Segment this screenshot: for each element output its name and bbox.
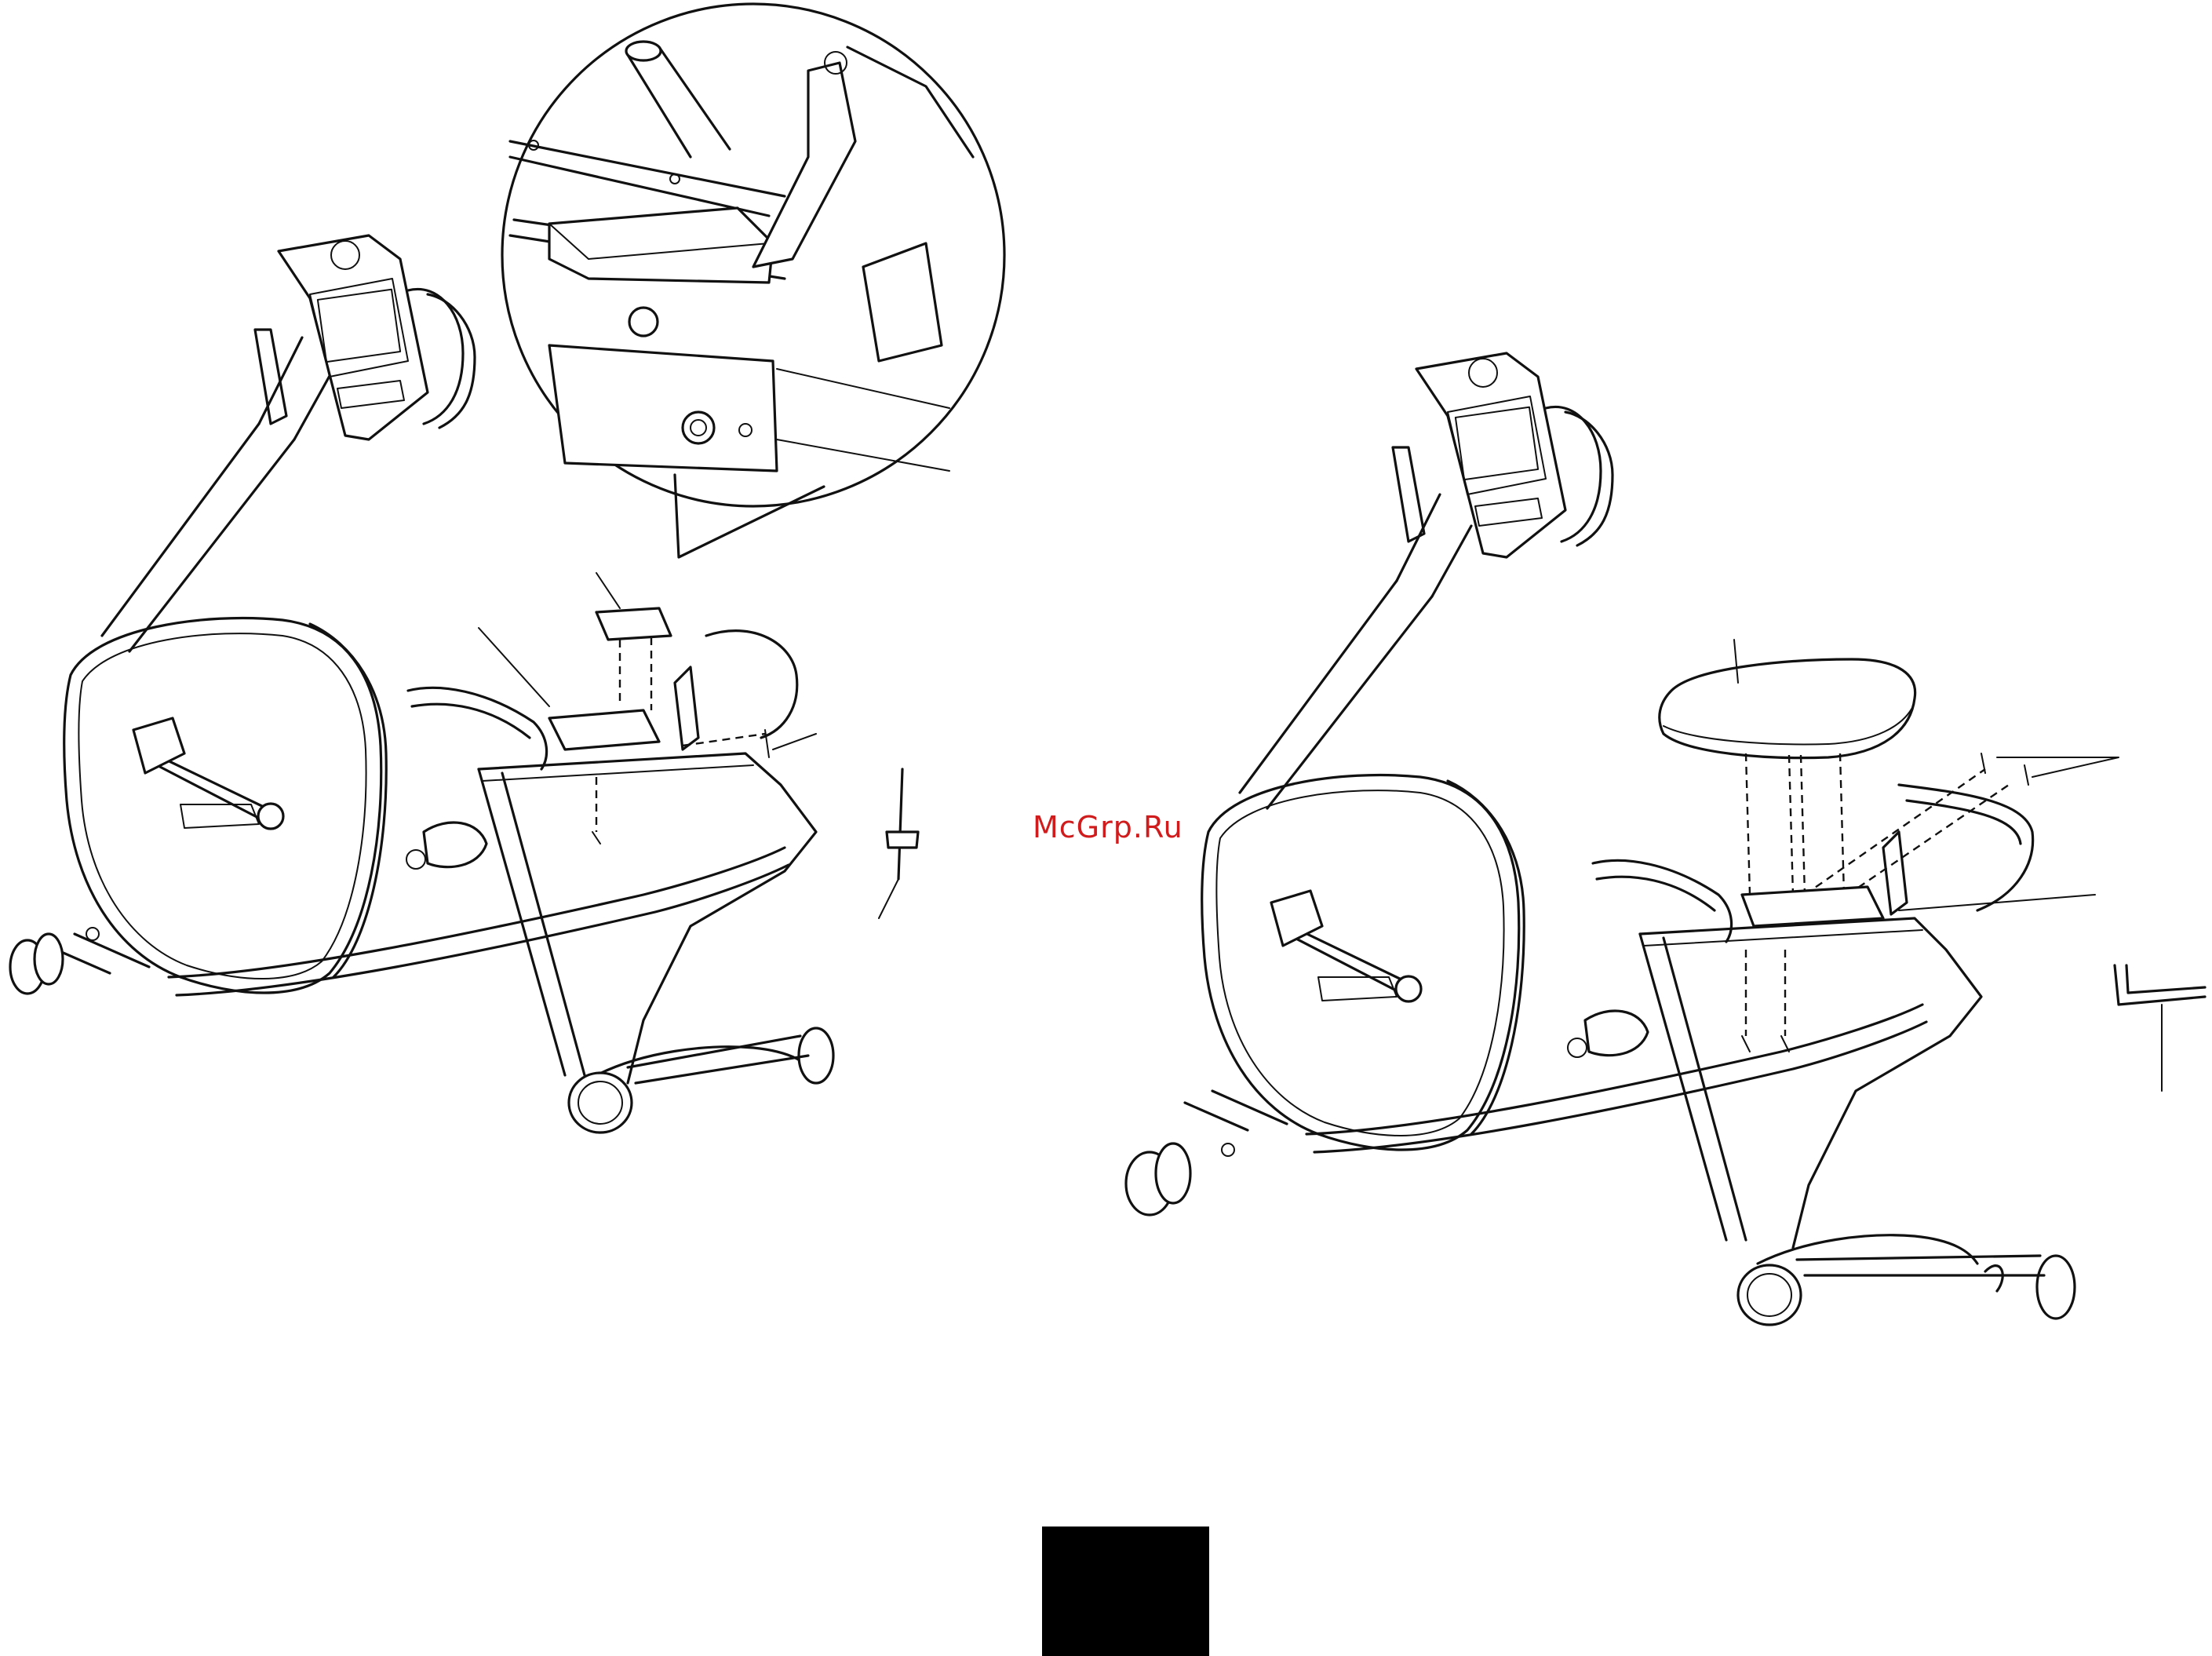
left-main-frame xyxy=(169,848,785,977)
watermark-text: McGrp.Ru xyxy=(1033,810,1183,844)
right-seat-bracket xyxy=(1742,887,1883,926)
left-seat-frame xyxy=(479,753,816,1083)
right-bike-illustration xyxy=(1126,353,2205,1325)
right-console-mast xyxy=(1240,581,1432,808)
detail-callout xyxy=(502,4,1004,557)
right-seat-frame xyxy=(1640,918,1981,1248)
right-allen-key xyxy=(2115,965,2205,1005)
right-flywheel-housing xyxy=(1202,775,1519,1150)
left-seat-bracket xyxy=(596,608,671,640)
right-crank-arm xyxy=(1291,926,1405,993)
left-console-mast xyxy=(102,424,294,651)
left-crank-arm xyxy=(153,753,267,820)
right-seat-cushion xyxy=(1660,659,1915,758)
page-number-tab xyxy=(1042,1527,1209,1656)
left-wrench-tool xyxy=(898,769,902,879)
left-flywheel-housing xyxy=(64,618,381,993)
detail-bolt xyxy=(683,412,714,443)
